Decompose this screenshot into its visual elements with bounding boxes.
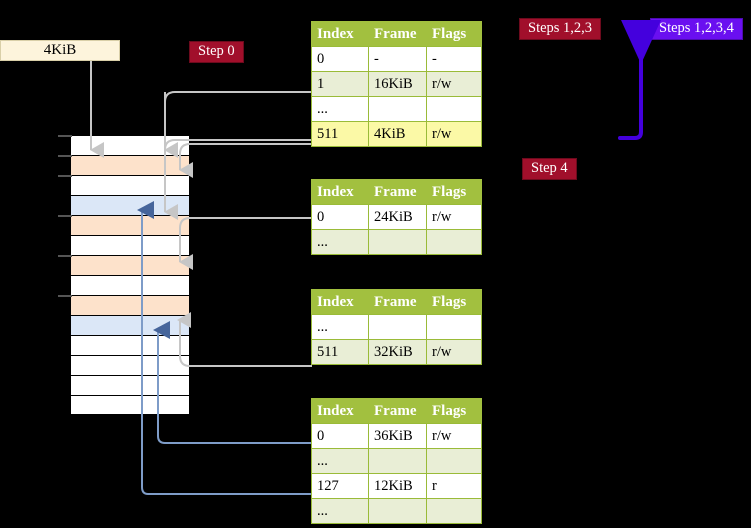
cell-flags: r/w	[426, 204, 482, 230]
cell-flags: r/w	[426, 339, 482, 365]
table-row[interactable]: 511 32KiB r/w	[311, 339, 482, 365]
memory-frame-tick	[58, 155, 72, 157]
table-header-row: Index Frame Flags	[311, 21, 482, 47]
cell-frame: 4KiB	[368, 121, 427, 147]
table-row-highlighted[interactable]: 511 4KiB r/w	[311, 121, 482, 147]
table-row[interactable]: ...	[311, 229, 482, 255]
cell-index: 0	[311, 423, 369, 449]
cell-flags	[426, 448, 482, 474]
memory-frame-row[interactable]	[70, 275, 190, 295]
cell-index: 511	[311, 121, 369, 147]
cell-flags: r	[426, 473, 482, 499]
memory-frame-row[interactable]	[70, 155, 190, 175]
table-row[interactable]: 0 - -	[311, 46, 482, 72]
physical-memory-column	[70, 135, 190, 415]
memory-frame-row[interactable]	[70, 315, 190, 335]
label-step-4: Step 4	[522, 158, 577, 181]
cell-index: 0	[311, 204, 369, 230]
cell-index: 511	[311, 339, 369, 365]
cell-frame	[368, 96, 427, 122]
table-row[interactable]: 0 24KiB r/w	[311, 204, 482, 230]
cell-frame	[368, 229, 427, 255]
page-table-level-4: Index Frame Flags 0 36KiB r/w ... 127 12…	[311, 398, 482, 524]
memory-frame-row[interactable]	[70, 195, 190, 215]
memory-frame-row[interactable]	[70, 255, 190, 275]
col-header-index: Index	[311, 289, 369, 315]
col-header-frame: Frame	[368, 398, 427, 424]
label-step-0: Step 0	[189, 41, 244, 64]
page-table-level-2: Index Frame Flags 0 24KiB r/w ...	[311, 179, 482, 255]
cell-frame: 36KiB	[368, 423, 427, 449]
memory-size-box: 4KiB	[0, 40, 120, 61]
col-header-frame: Frame	[368, 21, 427, 47]
col-header-index: Index	[311, 179, 369, 205]
memory-frame-tick	[58, 255, 72, 257]
cell-index: 1	[311, 71, 369, 97]
label-steps-1-2-3-4: Steps 1,2,3,4	[650, 18, 743, 41]
table-header-row: Index Frame Flags	[311, 179, 482, 205]
memory-frame-row[interactable]	[70, 395, 190, 415]
memory-frame-tick	[58, 295, 72, 297]
memory-frame-row[interactable]	[70, 335, 190, 355]
cell-frame: 32KiB	[368, 339, 427, 365]
table-row[interactable]: ...	[311, 448, 482, 474]
memory-frame-row[interactable]	[70, 135, 190, 155]
col-header-flags: Flags	[426, 179, 482, 205]
memory-frame-tick	[58, 175, 72, 177]
table-row[interactable]: 0 36KiB r/w	[311, 423, 482, 449]
cell-frame: 24KiB	[368, 204, 427, 230]
col-header-flags: Flags	[426, 289, 482, 315]
page-table-level-3: Index Frame Flags ... 511 32KiB r/w	[311, 289, 482, 365]
cell-index: ...	[311, 229, 369, 255]
page-table-level-1: Index Frame Flags 0 - - 1 16KiB r/w ... …	[311, 21, 482, 147]
cell-index: ...	[311, 498, 369, 524]
cell-frame: -	[368, 46, 427, 72]
col-header-flags: Flags	[426, 21, 482, 47]
cell-flags: r/w	[426, 121, 482, 147]
table-row[interactable]: 1 16KiB r/w	[311, 71, 482, 97]
cell-index: 0	[311, 46, 369, 72]
cell-index: 127	[311, 473, 369, 499]
cell-flags: r/w	[426, 423, 482, 449]
col-header-index: Index	[311, 21, 369, 47]
cell-frame	[368, 448, 427, 474]
cell-flags: r/w	[426, 71, 482, 97]
memory-frame-row[interactable]	[70, 375, 190, 395]
col-header-frame: Frame	[368, 179, 427, 205]
memory-frame-row[interactable]	[70, 295, 190, 315]
memory-frame-row[interactable]	[70, 235, 190, 255]
table-header-row: Index Frame Flags	[311, 398, 482, 424]
cell-flags: -	[426, 46, 482, 72]
table-header-row: Index Frame Flags	[311, 289, 482, 315]
col-header-frame: Frame	[368, 289, 427, 315]
table-row[interactable]: ...	[311, 96, 482, 122]
cell-flags	[426, 229, 482, 255]
memory-frame-row[interactable]	[70, 355, 190, 375]
memory-frame-row[interactable]	[70, 175, 190, 195]
table-row[interactable]: ...	[311, 498, 482, 524]
cell-frame	[368, 314, 427, 340]
col-header-index: Index	[311, 398, 369, 424]
memory-frame-row[interactable]	[70, 215, 190, 235]
col-header-flags: Flags	[426, 398, 482, 424]
cell-flags	[426, 96, 482, 122]
cell-index: ...	[311, 96, 369, 122]
cell-index: ...	[311, 448, 369, 474]
memory-frame-tick	[58, 215, 72, 217]
cell-index: ...	[311, 314, 369, 340]
cell-frame: 12KiB	[368, 473, 427, 499]
cell-flags	[426, 498, 482, 524]
cell-frame	[368, 498, 427, 524]
cell-frame: 16KiB	[368, 71, 427, 97]
cell-flags	[426, 314, 482, 340]
table-row[interactable]: ...	[311, 314, 482, 340]
label-steps-1-2-3: Steps 1,2,3	[519, 18, 602, 41]
memory-frame-tick	[58, 135, 72, 137]
table-row[interactable]: 127 12KiB r	[311, 473, 482, 499]
